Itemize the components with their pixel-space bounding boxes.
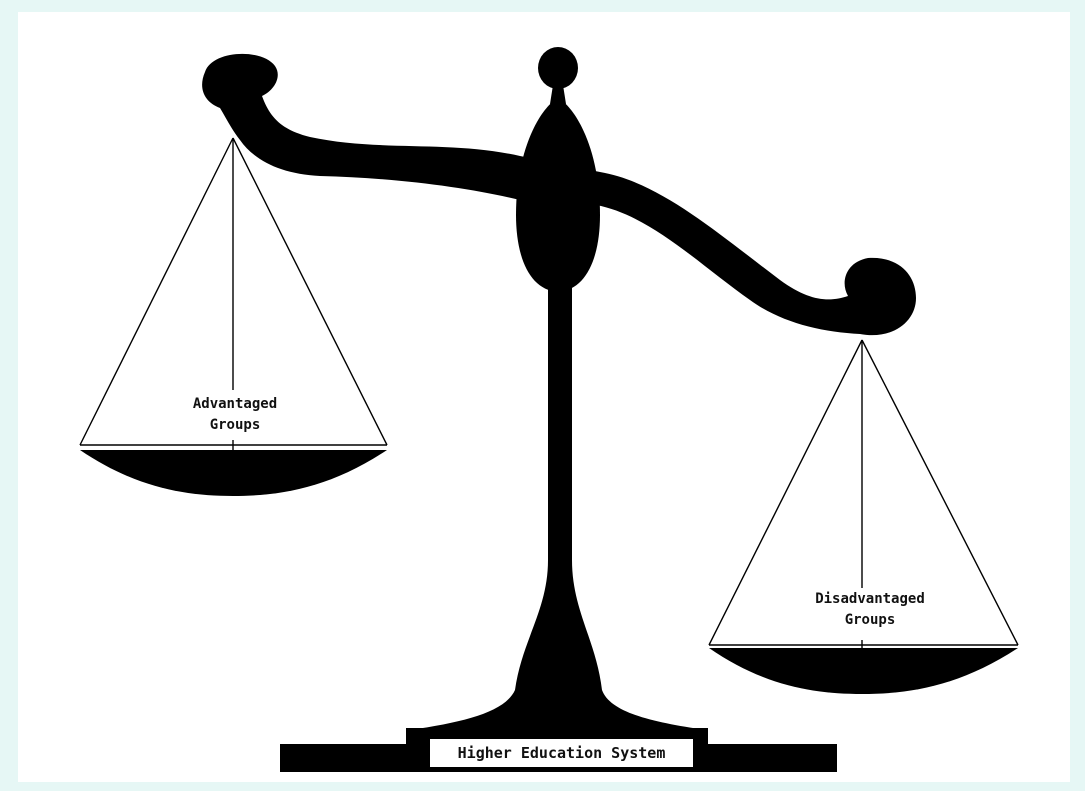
right-pan: [709, 648, 1018, 694]
right-pan-label-line1: Disadvantaged: [815, 591, 925, 607]
left-pan-strings: [79, 137, 388, 450]
scale-finial: [538, 47, 578, 89]
scale-beam: [202, 53, 916, 336]
scale-neck: [550, 85, 566, 104]
right-pan-label-line2: Groups: [844, 612, 896, 628]
right-pan-strings: [708, 339, 1019, 650]
right-pan-label: Disadvantaged Groups: [790, 589, 950, 631]
left-pan-label-line1: Advantaged: [192, 396, 278, 412]
left-pan-label: Advantaged Groups: [165, 394, 305, 436]
left-pan: [80, 450, 387, 496]
left-pan-label-line2: Groups: [209, 417, 261, 433]
base-label: Higher Education System: [430, 739, 693, 767]
scale-pillar: [410, 270, 706, 730]
